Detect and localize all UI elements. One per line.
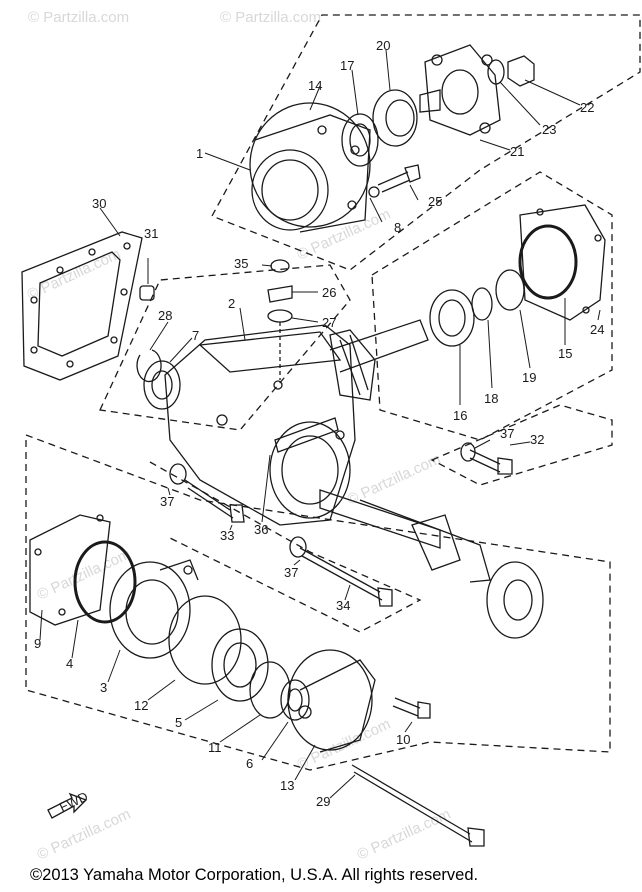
bearing-17 <box>341 113 379 167</box>
bearing-16 <box>429 289 475 347</box>
washer-27 <box>267 309 293 323</box>
ring-gear-shaft <box>319 489 544 639</box>
cover-13 <box>287 649 376 753</box>
copyright-notice: ©2013 Yamaha Motor Corporation, U.S.A. A… <box>30 866 479 884</box>
washer-37 <box>169 463 187 485</box>
oil-seal-7 <box>143 360 181 410</box>
filler-plug-26 <box>267 285 293 303</box>
o-ring-15 <box>518 224 578 300</box>
bearing-5 <box>211 628 269 702</box>
washer-23 <box>487 59 505 85</box>
watermark-text: © Partzilla.com <box>355 806 454 864</box>
group-box-top <box>211 14 641 271</box>
callout-26: 26 <box>322 285 336 300</box>
shim-11 <box>249 661 291 719</box>
callout-13: 13 <box>280 778 294 793</box>
plug-35 <box>270 259 290 273</box>
callout-29: 29 <box>316 794 330 809</box>
callout-37: 37 <box>160 494 174 509</box>
watermark-text: © Partzilla.com <box>28 9 129 26</box>
o-ring-4 <box>73 540 137 624</box>
bolt-29 <box>351 764 485 847</box>
watermark-text: © Partzilla.com <box>35 806 134 864</box>
collar-36 <box>274 417 339 453</box>
callout-7: 7 <box>192 328 199 343</box>
callout-23: 23 <box>542 122 556 137</box>
callout-8: 8 <box>394 220 401 235</box>
oil-seal-6 <box>280 679 310 721</box>
callout-2: 2 <box>228 296 235 311</box>
gear-housing-2 <box>164 324 356 526</box>
callout-4: 4 <box>66 656 73 671</box>
callout-37: 37 <box>284 565 298 580</box>
callout-16: 16 <box>453 408 467 423</box>
callout-9: 9 <box>34 636 41 651</box>
washer-37 <box>460 442 476 462</box>
circlip-28 <box>136 349 162 383</box>
callout-1: 1 <box>196 146 203 161</box>
callout-30: 30 <box>92 196 106 211</box>
bolt-34 <box>299 547 393 607</box>
callout-15: 15 <box>558 346 572 361</box>
drive-flange-21 <box>419 44 501 136</box>
bolt-10 <box>392 697 431 719</box>
dowel-pin-31 <box>139 285 155 301</box>
shim-19 <box>495 269 525 311</box>
callout-10: 10 <box>396 732 410 747</box>
callout-34: 34 <box>336 598 350 613</box>
callout-14: 14 <box>308 78 322 93</box>
bolt-25 <box>377 164 421 193</box>
watermark-layer: © Partzilla.com © Partzilla.com © Partzi… <box>25 9 454 864</box>
pinion-gear <box>329 319 429 401</box>
group-box-bottom <box>25 434 611 771</box>
bolt-33 <box>184 479 245 523</box>
gasket-12 <box>168 595 242 685</box>
callout-35: 35 <box>234 256 248 271</box>
group-box-bolt-32 <box>430 404 613 486</box>
washer-8 <box>368 186 380 198</box>
group-box-right <box>371 171 613 441</box>
callout-24: 24 <box>590 322 604 337</box>
callout-37: 37 <box>500 426 514 441</box>
bolt-32 <box>469 449 513 475</box>
bearing-20 <box>372 89 418 147</box>
callout-27: 27 <box>322 315 336 330</box>
forward-arrow-icon <box>47 792 88 819</box>
callout-11: 11 <box>208 740 222 755</box>
watermark-text: © Partzilla.com <box>345 451 444 509</box>
callout-3: 3 <box>100 680 107 695</box>
group-box-lower-bolts <box>149 461 422 633</box>
callout-12: 12 <box>134 698 148 713</box>
callout-5: 5 <box>175 715 182 730</box>
case-cover-14 <box>249 102 371 233</box>
bearing-housing-3 <box>109 559 199 659</box>
leader-lines <box>39 49 601 799</box>
callout-25: 25 <box>428 194 442 209</box>
watermark-text: © Partzilla.com <box>220 9 321 26</box>
callout-19: 19 <box>522 370 536 385</box>
gasket-30 <box>21 231 143 381</box>
callout-31: 31 <box>144 226 158 241</box>
callout-36: 36 <box>254 522 268 537</box>
callout-32: 32 <box>530 432 544 447</box>
callout-22: 22 <box>580 100 594 115</box>
callout-21: 21 <box>510 144 524 159</box>
callout-33: 33 <box>220 528 234 543</box>
callout-6: 6 <box>246 756 253 771</box>
callout-17: 17 <box>340 58 354 73</box>
callout-18: 18 <box>484 391 498 406</box>
gasket-9 <box>29 514 111 626</box>
callout-28: 28 <box>158 308 172 323</box>
callout-20: 20 <box>376 38 390 53</box>
gasket-24 <box>519 204 606 321</box>
callout-labels: 1 2 3 4 5 6 7 8 9 10 11 12 13 14 15 16 1… <box>34 38 604 815</box>
washer-37 <box>289 536 307 558</box>
nut-22 <box>507 55 535 87</box>
group-box-gasket <box>99 264 351 431</box>
shim-18 <box>471 287 493 321</box>
